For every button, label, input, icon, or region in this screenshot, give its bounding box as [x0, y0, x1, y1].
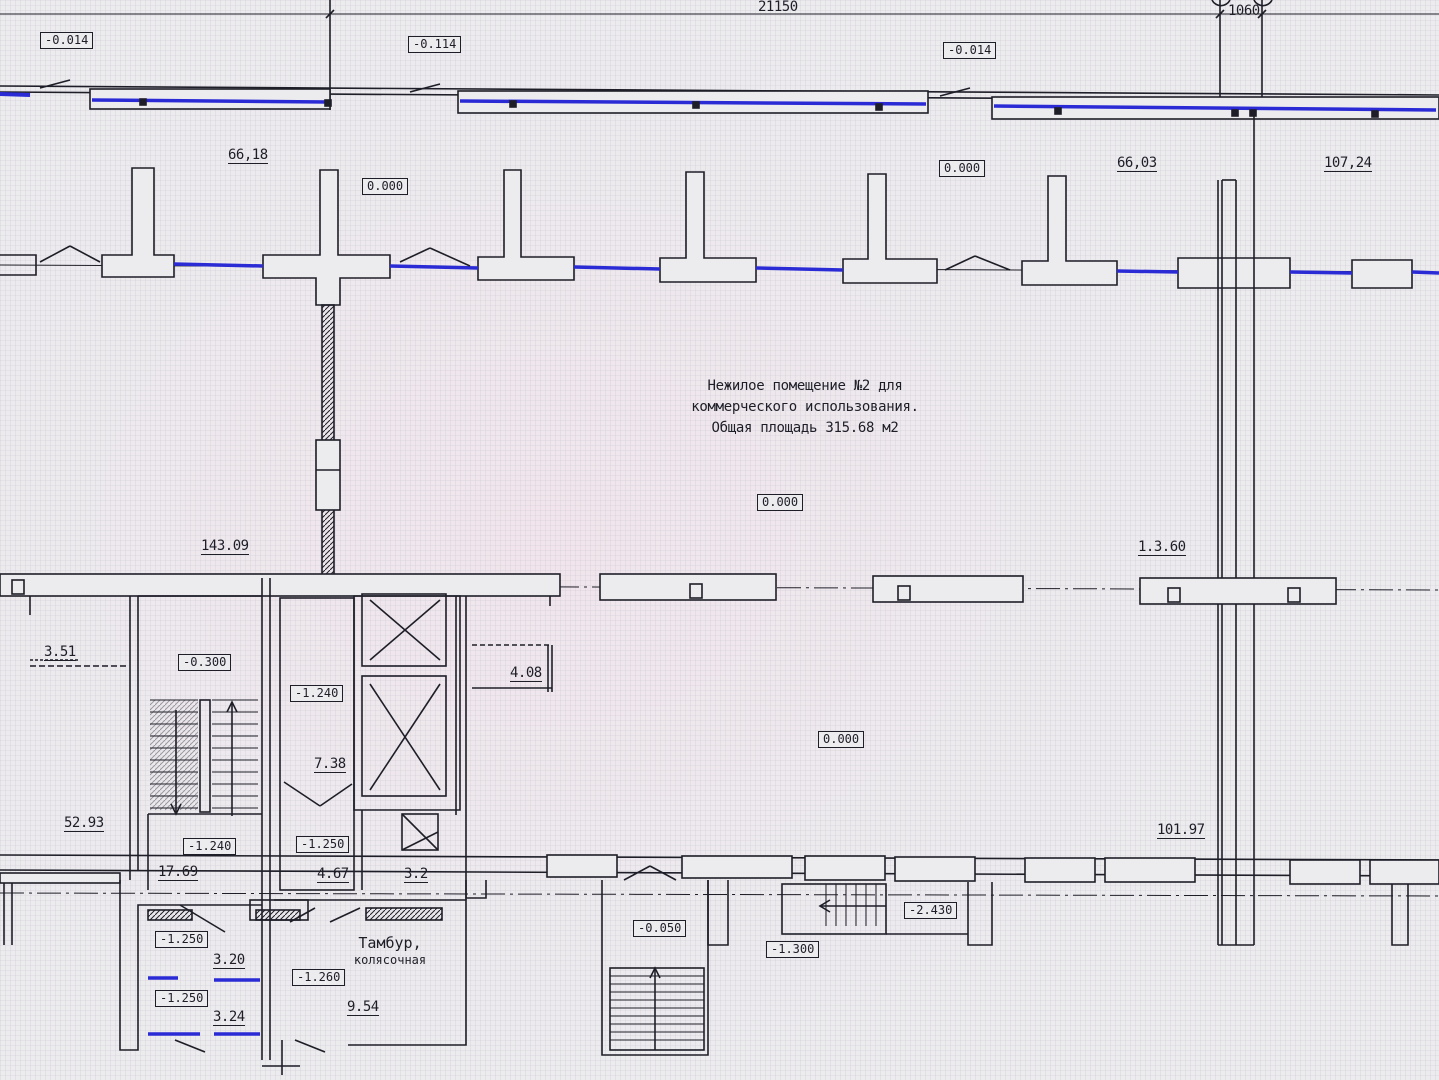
vestibule-block — [119, 880, 467, 1075]
area-label: 4.67 — [317, 866, 349, 883]
level-tag: -2.430 — [904, 902, 958, 919]
level-tag: 0.000 — [939, 160, 986, 177]
area-label: 52.93 — [64, 815, 104, 832]
level-tag: -1.250 — [155, 931, 209, 948]
level-tag: -1.250 — [296, 836, 350, 853]
level-tag: -0.014 — [40, 32, 94, 49]
level-tag: -1.240 — [290, 685, 344, 702]
room-note-line: Общая площадь 315.68 м2 — [711, 420, 899, 436]
dimension-line-top — [0, 0, 1439, 110]
area-label: 101.97 — [1157, 822, 1205, 839]
room-note: Нежилое помещение №2 для коммерческого и… — [660, 376, 950, 439]
vertical-partition — [315, 304, 341, 576]
level-tag: -1.260 — [292, 969, 346, 986]
vestibule-note-line: Тамбур, — [358, 934, 422, 952]
stair-core — [129, 578, 271, 1060]
area-label: 3.20 — [213, 952, 245, 969]
elevator-shafts — [279, 593, 553, 900]
area-label: 17.69 — [158, 864, 198, 881]
area-label: 66,18 — [228, 147, 268, 164]
column-row — [0, 167, 1439, 306]
right-column-pair — [1217, 110, 1255, 946]
area-label: 1.3.60 — [1138, 539, 1186, 556]
area-label: 3.51 — [44, 644, 76, 661]
area-label: 66,03 — [1117, 155, 1157, 172]
level-tag: 0.000 — [757, 494, 804, 511]
bottom-facade-wall — [0, 854, 1439, 946]
room-note-line: Нежилое помещение №2 для — [707, 378, 903, 394]
room-note-line: коммерческого использования. — [691, 399, 919, 415]
top-facade-wall — [0, 79, 1439, 120]
level-tag: 0.000 — [818, 731, 865, 748]
area-label: 143.09 — [201, 538, 249, 555]
level-tag: -0.300 — [178, 654, 232, 671]
entrance-stairs — [601, 880, 968, 1056]
vestibule-note-line: колясочная — [353, 953, 427, 967]
level-tag: -1.240 — [183, 838, 237, 855]
dimension-overall: 21150 — [758, 0, 798, 15]
level-tag: -0.114 — [408, 36, 462, 53]
area-label: 7.38 — [314, 756, 346, 773]
area-label: 9.54 — [347, 999, 379, 1016]
level-tag: 0.000 — [362, 178, 409, 195]
middle-wall-line — [0, 573, 1439, 615]
level-tag: -1.300 — [766, 941, 820, 958]
level-tag: -1.250 — [155, 990, 209, 1007]
area-label: 3.24 — [213, 1009, 245, 1026]
dimension-bay: 1060 — [1228, 3, 1260, 19]
vestibule-note: Тамбур, колясочная — [340, 935, 440, 969]
area-label: 3.2 — [404, 866, 428, 883]
area-label: 4.08 — [510, 665, 542, 682]
area-label: 107,24 — [1324, 155, 1372, 172]
level-tag: -0.050 — [633, 920, 687, 937]
level-tag: -0.014 — [943, 42, 997, 59]
